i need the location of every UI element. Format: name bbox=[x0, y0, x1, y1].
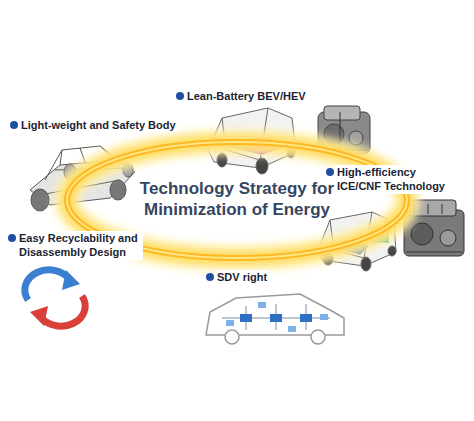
feature-label: Easy Recyclability and Disassembly Desig… bbox=[17, 231, 143, 260]
bullet-dot bbox=[8, 234, 16, 242]
bullet-label: Light-weight and Safety Body bbox=[10, 118, 210, 132]
bullet-label: Easy Recyclability and Disassembly Desig… bbox=[8, 231, 143, 260]
feature-label: Lean-Battery BEV/HEV bbox=[185, 89, 308, 103]
bullet-label: High-efficiency ICE/CNF Technology bbox=[326, 165, 460, 194]
center-title: Technology Strategy for Minimization of … bbox=[130, 179, 345, 220]
bullet-dot bbox=[10, 121, 18, 129]
bullet-dot bbox=[176, 92, 184, 100]
feature-label: SDV right bbox=[215, 270, 269, 284]
sdv-car-illustration bbox=[206, 294, 344, 344]
recycle-arrows bbox=[25, 270, 85, 326]
bullet-label: Lean-Battery BEV/HEV bbox=[176, 89, 326, 103]
feature-label: High-efficiency ICE/CNF Technology bbox=[335, 165, 460, 194]
bullet-label: SDV right bbox=[206, 270, 296, 284]
bullet-dot bbox=[326, 168, 334, 176]
bullet-dot bbox=[206, 273, 214, 281]
feature-label: Light-weight and Safety Body bbox=[19, 118, 178, 132]
